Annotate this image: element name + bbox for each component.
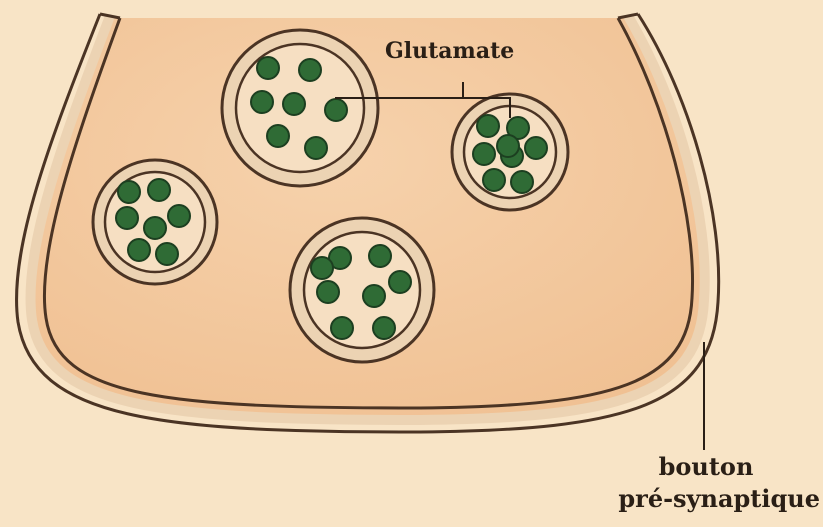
glutamate-granule: [317, 281, 339, 303]
glutamate-granule: [331, 317, 353, 339]
glutamate-granule: [373, 317, 395, 339]
glutamate-granule: [311, 257, 333, 279]
presynaptic-label: pré-synaptique: [580, 487, 820, 511]
glutamate-granule: [369, 245, 391, 267]
glutamate-granule: [144, 217, 166, 239]
glutamate-granule: [251, 91, 273, 113]
glutamate-granule: [325, 99, 347, 121]
glutamate-granule: [168, 205, 190, 227]
membrane-cap-right: [618, 14, 638, 18]
glutamate-granule: [477, 115, 499, 137]
glutamate-granule: [389, 271, 411, 293]
glutamate-granule: [283, 93, 305, 115]
glutamate-granule: [128, 239, 150, 261]
glutamate-granule: [511, 171, 533, 193]
vesicle-left: [93, 160, 217, 284]
glutamate-granule: [257, 57, 279, 79]
glutamate-granule: [118, 181, 140, 203]
glutamate-granule: [116, 207, 138, 229]
glutamate-granule: [299, 59, 321, 81]
membrane-cap-left: [100, 14, 120, 18]
glutamate-granule: [148, 179, 170, 201]
glutamate-granule: [363, 285, 385, 307]
glutamate-granule: [267, 125, 289, 147]
glutamate-granule: [473, 143, 495, 165]
glutamate-granule: [156, 243, 178, 265]
glutamate-granule: [497, 135, 519, 157]
glutamate-granule: [525, 137, 547, 159]
glutamate-granule: [483, 169, 505, 191]
bouton-label: bouton: [646, 455, 766, 479]
glutamate-label: Glutamate: [385, 40, 514, 62]
glutamate-granule: [305, 137, 327, 159]
vesicle-bottom-center: [290, 218, 434, 362]
vesicle-top-center: [222, 30, 378, 186]
